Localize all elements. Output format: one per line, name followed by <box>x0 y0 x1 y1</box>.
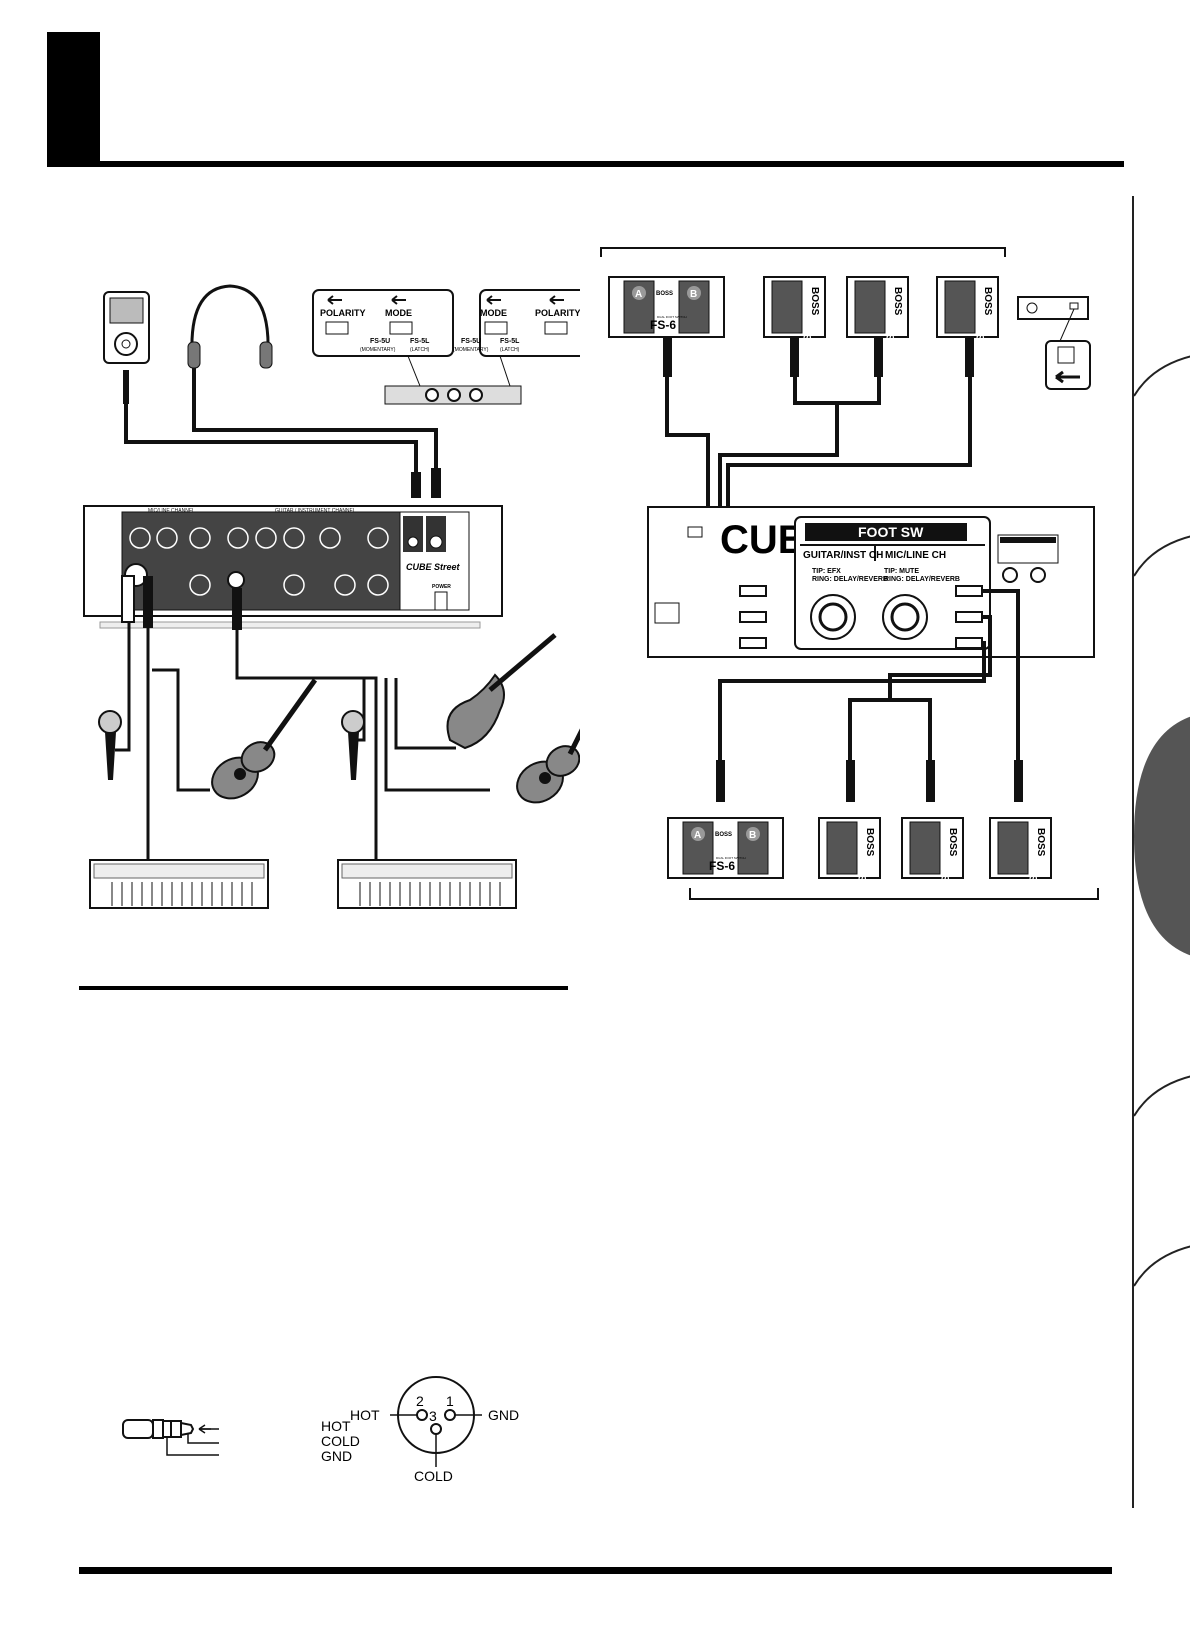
pin-assignment-diagrams: HOT COLD GND <box>122 1418 360 1464</box>
headphones-icon <box>187 284 273 369</box>
acoustic-guitar-icon <box>211 678 318 800</box>
fs5l-sub-left: (LATCH) <box>410 347 430 353</box>
power-switch[interactable] <box>434 591 448 611</box>
fs5u-footswitch: FS-5U BOSS <box>989 817 1052 889</box>
microphone-icon <box>98 710 122 780</box>
fs5u-label: FS-5U <box>857 857 869 889</box>
mode-switch-right[interactable] <box>484 321 508 335</box>
section-rule <box>79 986 568 990</box>
fs6-a-label: A <box>694 830 701 841</box>
xlr-pin2: 2 <box>416 1393 424 1409</box>
fs5u-sub-right: (MOMENTARY) <box>453 347 489 353</box>
guitar-channel-label: GUITAR / INSTRUMENT CHANNEL <box>275 508 356 514</box>
phones-jack[interactable] <box>429 535 443 549</box>
fs5u-footswitch: FS-5U BOSS <box>846 276 909 348</box>
foot-sw-label: FOOT SW <box>858 524 924 540</box>
ring-right-label: RING: DELAY/REVERB <box>884 576 960 583</box>
mode-panel-right: MODE POLARITY FS-5U FS-5L (MOMENTARY) (L… <box>453 295 580 353</box>
fs5u-brand: BOSS <box>1035 828 1046 857</box>
xlr-connector-diagram: 2 1 3 HOT GND COLD <box>350 1376 519 1484</box>
fs5u-brand: BOSS <box>809 287 820 316</box>
title-rule <box>47 161 1124 167</box>
xlr-cold-label: COLD <box>414 1468 453 1484</box>
microphone-icon <box>341 710 365 780</box>
fs5u-label-left: FS-5U <box>370 338 390 345</box>
phone-plug-legend: HOT COLD GND <box>321 1418 360 1464</box>
fs6-b-label: B <box>690 289 697 300</box>
jack-gnd-label: GND <box>321 1448 352 1464</box>
xlr-hot-label: HOT <box>350 1407 380 1423</box>
foot-switch-connection-diagram: A B BOSS DUAL FOOT SWITCH FS-6 FS-5U BOS… <box>600 247 1099 900</box>
xlr-pin3: 3 <box>429 1408 437 1424</box>
jack-cold-label: COLD <box>321 1433 360 1449</box>
fs5u-brand: BOSS <box>864 828 875 857</box>
fs6-footswitch-top: A B BOSS DUAL FOOT SWITCH FS-6 <box>608 276 725 338</box>
mode-label-right: MODE <box>480 308 507 318</box>
fs6-label: FS-6 <box>709 859 735 873</box>
fs6-footswitch-bottom: A B BOSS DUAL FOOT SWITCH FS-6 <box>667 817 784 879</box>
tip-efx-label: TIP: EFX <box>812 568 841 575</box>
guitar-inst-ch-label: GUITAR/INST CH <box>803 550 883 561</box>
audio-player-icon <box>103 291 150 404</box>
active-chapter-tab[interactable] <box>1134 716 1190 956</box>
keyboard-icon <box>337 859 517 909</box>
polarity-switch-right[interactable] <box>544 321 568 335</box>
guitar-input-jack[interactable] <box>227 571 245 589</box>
fs5l-sub-right: (LATCH) <box>500 347 520 353</box>
xlr-pin1: 1 <box>446 1393 454 1409</box>
acoustic-guitar-icon <box>516 728 580 804</box>
xlr-gnd-label: GND <box>488 1407 519 1423</box>
fs5u-footswitch: FS-5U BOSS <box>901 817 964 889</box>
fs5l-label-right: FS-5L <box>500 338 520 345</box>
fs6-b-label: B <box>749 830 756 841</box>
fs5u-brand: BOSS <box>982 287 993 316</box>
fs5u-label: FS-5U <box>885 316 897 348</box>
polarity-switch-detail <box>1017 296 1091 390</box>
aux-in-jack[interactable] <box>407 536 419 548</box>
mic-line-ch-label: MIC/LINE CH <box>885 550 946 561</box>
phone-plug-diagram <box>122 1419 219 1456</box>
fs6-label: FS-6 <box>650 318 676 332</box>
polarity-label-left: POLARITY <box>320 308 366 318</box>
amp-rear-panel: CUBE FOOT SW GUITAR/INST CH MIC/LINE CH … <box>647 506 1095 658</box>
tip-mute-label: TIP: MUTE <box>884 568 919 575</box>
fs6-sub: DUAL FOOT SWITCH <box>657 315 687 319</box>
mode-panel-left: POLARITY MODE FS-5U FS-5L (MOMENTARY) (L… <box>320 295 430 353</box>
fs5u-footswitch: FS-5U BOSS <box>818 817 881 889</box>
fs5u-label-right: FS-5U <box>461 338 481 345</box>
fs5u-brand: BOSS <box>892 287 903 316</box>
polarity-switch-left[interactable] <box>325 321 349 335</box>
jack-hot-label: HOT <box>321 1418 351 1434</box>
fs5u-sub-left: (MOMENTARY) <box>360 347 396 353</box>
power-label: POWER <box>432 584 451 590</box>
mic-line-channel-label: MIC/LINE CHANNEL <box>148 508 195 514</box>
fs5u-footswitch: FS-5U BOSS <box>763 276 826 348</box>
footer-rule <box>79 1567 1112 1574</box>
mode-polarity-panel <box>312 289 580 357</box>
mode-label-left: MODE <box>385 308 412 318</box>
fs5u-footswitch: FS-5U BOSS <box>936 276 999 348</box>
electric-guitar-icon <box>446 633 557 750</box>
polarity-label-right: POLARITY <box>535 308 580 318</box>
chapter-tabs <box>1132 196 1190 1508</box>
chapter-title-block <box>47 32 100 165</box>
fs6-sub: DUAL FOOT SWITCH <box>716 856 746 860</box>
chapter-tab-shapes <box>1133 355 1190 1287</box>
fs6-brand: BOSS <box>715 832 732 838</box>
fs5u-label: FS-5U <box>940 857 952 889</box>
fs5l-label-left: FS-5L <box>410 338 430 345</box>
front-panel-connection-diagram: POLARITY MODE FS-5U FS-5L (MOMENTARY) (L… <box>83 284 580 909</box>
fs5u-label: FS-5U <box>1028 857 1040 889</box>
ring-left-label: RING: DELAY/REVERB <box>812 576 888 583</box>
fs5u-brand: BOSS <box>947 828 958 857</box>
keyboard-icon <box>89 859 269 909</box>
fs6-brand: BOSS <box>656 291 673 297</box>
amp-brand: CUBE Street <box>406 562 461 572</box>
fs5u-label: FS-5U <box>975 316 987 348</box>
mode-switch-left[interactable] <box>389 321 413 335</box>
fs6-a-label: A <box>635 289 642 300</box>
amp-front-panel: MIC/LINE CHANNEL GUITAR / INSTRUMENT CHA… <box>83 505 503 629</box>
fs5u-label: FS-5U <box>802 316 814 348</box>
